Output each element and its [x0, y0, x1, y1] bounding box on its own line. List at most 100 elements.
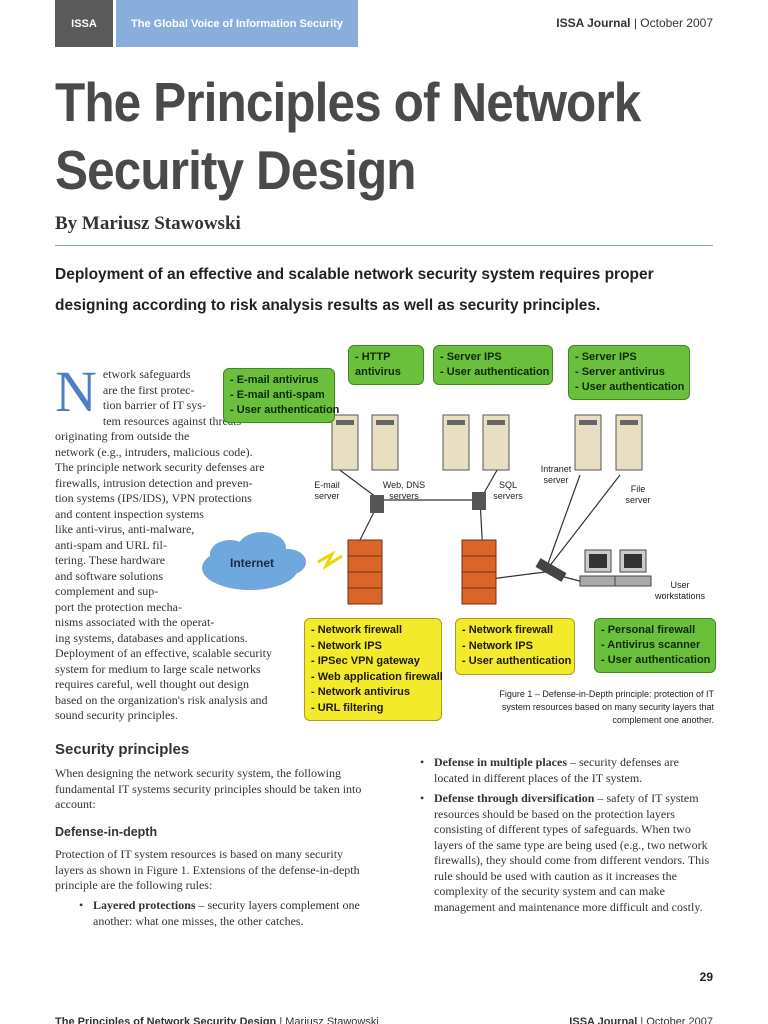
defense-in-depth-paragraph: Protection of IT system resources is bas… — [55, 847, 360, 892]
box-item: - HTTP — [355, 351, 391, 363]
box-item: - Network firewall — [311, 624, 403, 636]
issa-tab-label: ISSA — [71, 17, 97, 30]
article-title: The Principles of Network Security Desig… — [55, 68, 649, 204]
title-line-1: The Principles of Network — [55, 71, 641, 133]
box-item: - IPSec VPN gateway — [311, 655, 420, 667]
intro-line: nisms associated with the operat- — [55, 615, 215, 629]
footer-issue: October 2007 — [646, 1016, 713, 1024]
footer-author: Mariusz Stawowski — [285, 1016, 379, 1024]
intro-line: Deployment of an effective, scalable sec… — [55, 646, 273, 660]
intro-line: etwork safeguards — [102, 367, 191, 381]
footer-title: The Principles of Network Security Desig… — [55, 1016, 277, 1024]
box-item: - E-mail anti-spam — [230, 389, 325, 401]
divider — [55, 245, 713, 246]
workstation-icons — [579, 549, 652, 587]
personal-firewall-box: - Personal firewall - Antivirus scanner - … — [594, 618, 716, 673]
diagram-graphics — [202, 414, 652, 605]
footer-journal: ISSA Journal | October 2007 — [569, 1016, 713, 1024]
email-security-box: - E-mail antivirus - E-mail anti-spam - Us… — [223, 368, 340, 423]
intro-line: tem resources against threats — [102, 413, 242, 428]
intro-line: tion barrier of IT sys- — [102, 398, 206, 412]
intro-line: and software solutions — [55, 568, 163, 583]
file-server-label: File server — [625, 484, 651, 505]
web-dns-label: Web, DNS servers — [382, 480, 426, 501]
title-line-2: Security Design — [55, 139, 417, 201]
security-principles-paragraph: When designing the network security syst… — [55, 766, 362, 811]
intro-line: The principle network security defenses … — [55, 460, 265, 474]
intro-line: requires careful, well thought out desig… — [55, 677, 249, 691]
bullet-term: Defense in multiple places — [434, 755, 567, 769]
issa-tab: ISSA — [55, 0, 113, 47]
box-item: - Server antivirus — [575, 366, 665, 378]
intro-line: sound security principles. — [55, 708, 178, 722]
footer-journal-name: ISSA Journal — [569, 1016, 638, 1024]
bullet-term: Layered protections — [93, 898, 196, 912]
internet-cloud — [202, 532, 306, 590]
firewall-icon — [461, 539, 497, 605]
bullet-multiple-places: • Defense in multiple places – security d… — [420, 755, 714, 786]
intro-line: tering. These hardware — [55, 553, 166, 567]
intro-line: and content inspection systems — [55, 506, 204, 521]
intro-line: system for medium to large scale network… — [55, 661, 261, 676]
issue-date: October 2007 — [640, 16, 713, 30]
box-item: - Server IPS — [440, 351, 502, 363]
box-item: - Network IPS — [462, 639, 533, 652]
workstations-label: User workstations — [654, 580, 706, 601]
lead-paragraph: Deployment of an effective and scalable … — [55, 266, 654, 314]
bullet-diversification: •Defense through diversification – safet… — [420, 791, 714, 915]
figure-caption: Figure 1 – Defense-in-Depth principle: p… — [499, 689, 714, 725]
server-antivirus-box: - Server IPS - Server antivirus - User aut… — [568, 345, 690, 400]
intro-line: based on the organization's risk analysi… — [55, 692, 268, 707]
intro-line: originating from outside the — [55, 429, 190, 443]
box-item: - User authentication — [601, 654, 711, 666]
byline: By Mariusz Stawowski — [55, 213, 241, 234]
bullet-dot: • — [420, 791, 425, 805]
tagline-tab: The Global Voice of Information Security — [116, 0, 358, 47]
dropcap: N — [55, 359, 97, 424]
intro-line: network (e.g., intruders, malicious code… — [55, 444, 253, 459]
intro-line: tion systems (IPS/IDS), VPN protections — [55, 491, 252, 505]
email-server-label: E-mail server — [314, 480, 340, 501]
box-item: - Network antivirus — [311, 686, 411, 698]
journal-issue: ISSA Journal | October 2007 — [556, 16, 713, 30]
box-item: - User authentication — [440, 366, 550, 378]
switch-icon — [472, 492, 486, 510]
box-item: - User authentication — [575, 381, 685, 393]
journal-name: ISSA Journal — [556, 16, 631, 30]
footer-article: The Principles of Network Security Desig… — [55, 1016, 379, 1024]
sql-servers-label: SQL servers — [493, 480, 523, 501]
defense-in-depth-diagram: - E-mail antivirus - E-mail anti-spam - Us… — [200, 340, 718, 740]
server-icons — [331, 414, 643, 471]
box-item: - User authentication — [462, 655, 572, 667]
firewall-icon — [347, 539, 383, 605]
intranet-server-label: Intranet server — [540, 464, 572, 485]
intro-line: port the protection mecha- — [55, 599, 182, 614]
box-item: - Server IPS — [575, 351, 637, 363]
bullet-text: – safety of IT system resources should b… — [434, 791, 710, 914]
bullet-text: – security layers complement one another… — [93, 898, 360, 928]
intro-line: like anti-virus, anti-malware, — [55, 522, 195, 536]
switch-icon — [535, 558, 567, 582]
intro-line: firewalls, intrusion detection and preve… — [55, 475, 253, 490]
intro-line: complement and sup- — [55, 584, 159, 598]
intro-line: ing systems, databases and applications. — [55, 630, 248, 645]
security-principles-heading: Security principles — [55, 741, 190, 758]
defense-in-depth-heading: Defense-in-depth — [55, 825, 158, 839]
switch-icon — [370, 495, 384, 513]
box-item: - User authentication — [230, 404, 340, 416]
box-item: - E-mail antivirus — [230, 374, 319, 386]
bullet-text: – security defenses are located in diffe… — [434, 755, 679, 785]
box-item: antivirus — [355, 366, 401, 378]
internet-label: Internet — [229, 556, 274, 570]
box-item: - Antivirus scanner — [601, 639, 701, 651]
bullet-dot: • — [420, 755, 425, 769]
perimeter-firewall-box: - Network firewall- Network IPS- IPSec V… — [304, 618, 443, 721]
box-item: - URL filtering — [311, 701, 384, 714]
link-bolt — [317, 550, 343, 571]
server-ips-box: - Server IPS - User authentication — [433, 345, 553, 385]
bullet-layered-protections: •Layered protections – security layers c… — [79, 898, 373, 929]
box-item: - Personal firewall — [601, 624, 696, 636]
page-number: 29 — [699, 970, 713, 984]
